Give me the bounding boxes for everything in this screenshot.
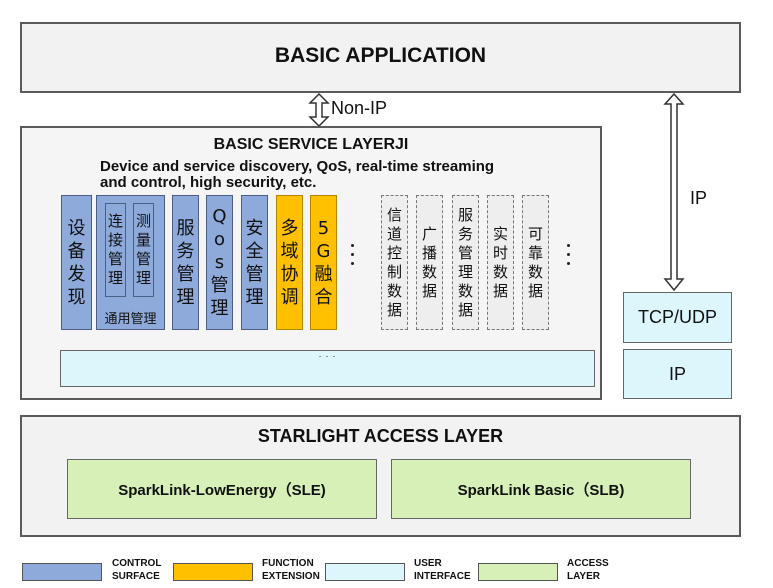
- data-block-reliable: 可靠数据: [522, 195, 549, 330]
- user-interface-bar-dots: . . .: [318, 349, 337, 359]
- non-ip-arrow: [308, 93, 330, 127]
- data-block-label: 广播数据: [421, 224, 437, 300]
- legend-label-control-surface-1: CONTROL: [112, 558, 162, 569]
- function-block-multi-domain: 多域协调: [276, 195, 303, 330]
- user-interface-bar: . . .: [60, 349, 595, 387]
- ip-label: IP: [690, 188, 708, 208]
- control-block-label: 设备发现: [67, 217, 86, 308]
- legend-label-control-surface-2: SURFACE: [112, 571, 160, 582]
- slb-box: SparkLink Basic（SLB): [391, 459, 691, 519]
- service-layer-title: BASIC SERVICE LAYERJI: [213, 136, 409, 153]
- data-block-label: 可靠数据: [527, 224, 543, 300]
- legend-label-function-extension-1: FUNCTION: [262, 558, 314, 569]
- function-block-label: 多域协调: [280, 217, 299, 308]
- legend-label-user-interface-1: USER: [414, 558, 442, 569]
- sle-label: SparkLink-LowEnergy（SLE): [118, 481, 326, 499]
- legend-swatch-user-interface: [325, 563, 405, 581]
- access-layer-title: STARLIGHT ACCESS LAYER: [257, 426, 504, 446]
- data-block-channel-control: 信道控制数据: [381, 195, 408, 330]
- access-layer-box: STARLIGHT ACCESS LAYER SparkLink-LowEner…: [20, 415, 741, 537]
- legend-label-user-interface-2: INTERFACE: [414, 571, 471, 582]
- data-block-label: 服务管理数据: [457, 205, 473, 319]
- non-ip-label: Non-IP: [331, 98, 388, 118]
- control-block-label: 服务管理: [176, 217, 195, 308]
- service-layer-description-line1: Device and service discovery, QoS, real-…: [100, 158, 495, 175]
- service-layer-description-line2: and control, high security, etc.: [100, 174, 317, 191]
- legend-label-access-layer-1: ACCESS: [567, 558, 609, 569]
- legend-swatch-function-extension: [173, 563, 253, 581]
- inner-block-label: 测量管理: [135, 212, 151, 287]
- basic-application-box: BASIC APPLICATION: [20, 22, 741, 93]
- ellipsis-dots-left: [351, 244, 354, 265]
- control-block-label: 安全管理: [245, 217, 264, 308]
- sle-box: SparkLink-LowEnergy（SLE): [67, 459, 377, 519]
- tcp-udp-box: TCP/UDP: [623, 292, 732, 343]
- basic-application-title: BASIC APPLICATION: [274, 44, 487, 67]
- general-management-inner-measurement: 测量管理: [133, 203, 154, 297]
- data-block-label: 信道控制数据: [386, 205, 402, 319]
- control-block-label: Qos管理: [210, 206, 229, 319]
- ip-arrow: [663, 93, 685, 291]
- function-block-5g: 5G融合: [310, 195, 337, 330]
- control-block-device-discovery: 设备发现: [61, 195, 92, 330]
- tcp-udp-label: TCP/UDP: [637, 307, 717, 327]
- function-block-label: 5G融合: [314, 217, 333, 308]
- legend-label-function-extension-2: EXTENSION: [262, 571, 320, 582]
- data-block-broadcast: 广播数据: [416, 195, 443, 330]
- legend-swatch-access-layer: [478, 563, 558, 581]
- inner-block-label: 连接管理: [107, 212, 123, 287]
- slb-label: SparkLink Basic（SLB): [457, 481, 625, 499]
- ellipsis-dots-right: [567, 244, 570, 265]
- legend-label-access-layer-2: LAYER: [567, 571, 600, 582]
- data-block-service-management: 服务管理数据: [452, 195, 479, 330]
- data-block-realtime: 实时数据: [487, 195, 514, 330]
- general-management-box: 连接管理 测量管理 通用管理: [96, 195, 165, 330]
- control-block-security-management: 安全管理: [241, 195, 268, 330]
- general-management-label: 通用管理: [104, 312, 157, 327]
- control-block-qos-management: Qos管理: [206, 195, 233, 330]
- ip-box-label: IP: [668, 363, 686, 384]
- legend-swatch-control-surface: [22, 563, 102, 581]
- ip-box: IP: [623, 349, 732, 399]
- data-block-label: 实时数据: [492, 224, 508, 300]
- general-management-inner-connection: 连接管理: [105, 203, 126, 297]
- control-block-service-management: 服务管理: [172, 195, 199, 330]
